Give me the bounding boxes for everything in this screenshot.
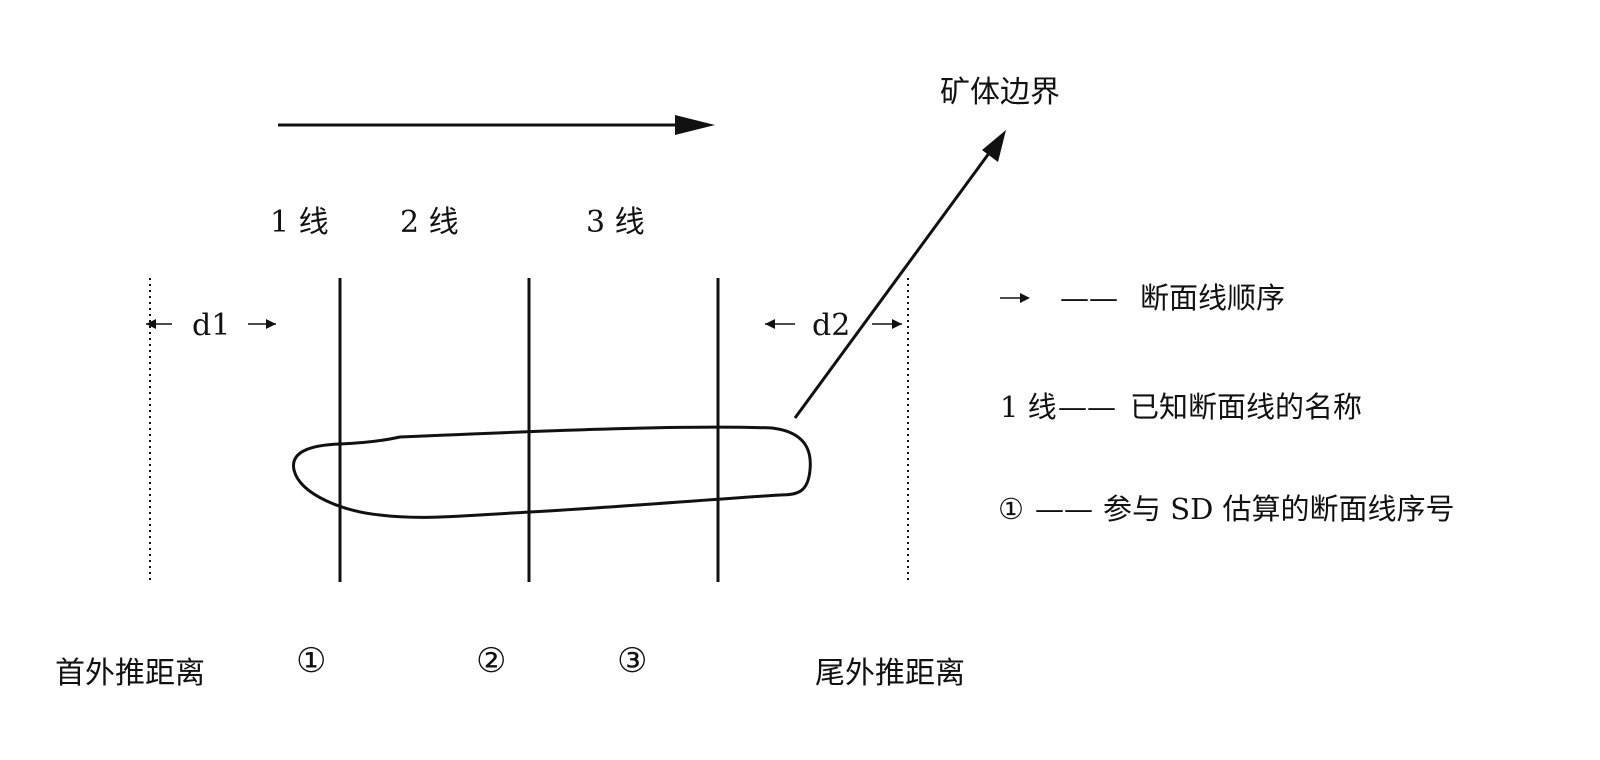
legend-separator-1: —— [1060,281,1118,315]
legend-separator-2: —— [1058,390,1116,424]
legend-arrow-icon [1020,293,1030,303]
section-seq-2: ② [476,641,506,681]
legend-symbol-3: ① [998,492,1024,526]
tail-distance-label: d2 [812,308,850,343]
legend-item-direction: —— 断面线顺序 [1000,281,1285,315]
legend: —— 断面线顺序 1 线 —— 已知断面线的名称 ① —— 参与 SD 估算的断… [998,281,1455,526]
legend-item-sequence: ① —— 参与 SD 估算的断面线序号 [998,492,1455,526]
tail-distance-marker: d2 [765,308,902,343]
legend-text-2: 已知断面线的名称 [1130,390,1362,424]
section-line-3-label: 3 线 [586,205,645,240]
tail-extrapolation-caption: 尾外推距离 [815,656,965,691]
ore-body-label: 矿体边界 [940,75,1060,110]
ore-body-pointer-arrowhead [982,130,1006,162]
ore-body-pointer [793,144,997,419]
section-line-1-label: 1 线 [270,205,329,240]
section-line-2-label: 2 线 [400,205,459,240]
legend-text-1: 断面线顺序 [1140,281,1285,315]
head-extrapolation-caption: 首外推距离 [55,656,205,691]
legend-separator-3: —— [1035,492,1093,526]
direction-arrowhead [675,115,715,135]
head-distance-label: d1 [192,308,230,343]
head-distance-marker: d1 [146,308,276,343]
ore-body-outline [292,425,812,519]
legend-symbol-2: 1 线 [1000,390,1057,424]
section-seq-3: ③ [617,641,647,681]
section-seq-1: ① [296,641,326,681]
legend-item-line-name: 1 线 —— 已知断面线的名称 [1000,390,1362,424]
legend-text-3: 参与 SD 估算的断面线序号 [1103,492,1455,526]
